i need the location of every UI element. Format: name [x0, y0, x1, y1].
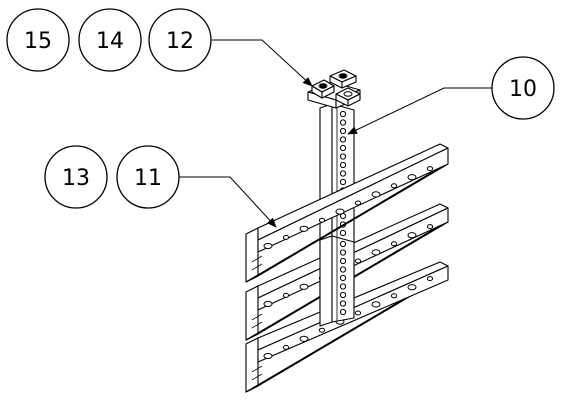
hole [339, 161, 347, 169]
hole [339, 257, 347, 265]
hole [299, 283, 309, 290]
hole [339, 266, 347, 273]
hole [282, 234, 290, 240]
balloon-14-label: 14 [96, 29, 124, 54]
hole [354, 200, 362, 206]
hole [339, 144, 347, 152]
hole [407, 284, 417, 291]
channel-rail-top [245, 143, 449, 283]
hole [339, 283, 347, 290]
balloon-14: 14 [78, 8, 142, 72]
hole [299, 335, 309, 342]
strut-front-segment [319, 235, 355, 327]
hole [299, 225, 309, 232]
hole [263, 300, 273, 308]
balloon-11-label: 11 [134, 166, 162, 191]
balloon-13: 13 [44, 145, 108, 209]
balloon-10: 10 [491, 56, 555, 120]
hole [339, 300, 347, 307]
hole [339, 110, 347, 118]
top-hardware [307, 69, 361, 109]
leader-10 [347, 87, 492, 135]
hole [426, 224, 434, 230]
hole [426, 276, 434, 282]
channel-holes [263, 166, 434, 250]
hole [318, 217, 326, 223]
hole [371, 301, 381, 308]
hole [335, 208, 345, 215]
hole [339, 178, 347, 186]
hole [339, 153, 347, 160]
balloon-12: 12 [148, 8, 212, 72]
hole [407, 174, 417, 181]
hole [339, 240, 347, 248]
strut-holes [339, 110, 347, 237]
balloon-15: 15 [6, 8, 70, 72]
strut-front-holes [339, 240, 347, 316]
leader-12 [212, 39, 313, 87]
hole [354, 258, 362, 264]
hole [371, 249, 381, 256]
balloon-15-label: 15 [24, 29, 52, 54]
hole [354, 310, 362, 316]
hole [318, 327, 326, 333]
balloon-13-label: 13 [62, 166, 90, 191]
hole [371, 191, 381, 198]
hole [390, 293, 398, 299]
hole [263, 242, 273, 250]
hole [263, 352, 273, 360]
hole [339, 170, 347, 177]
hole [339, 291, 347, 299]
hole [339, 229, 347, 237]
balloon-10-label: 10 [509, 77, 537, 102]
hole [339, 274, 347, 282]
hole [339, 136, 347, 143]
hole [390, 183, 398, 189]
hole [339, 308, 347, 316]
hole [339, 119, 347, 126]
hole [339, 249, 347, 256]
balloon-12-label: 12 [166, 29, 194, 54]
hole [339, 127, 347, 135]
hole [390, 241, 398, 247]
balloon-11: 11 [116, 145, 180, 209]
hole [426, 166, 434, 172]
hole [282, 344, 290, 350]
leader-11 [179, 176, 277, 228]
hole [282, 292, 290, 298]
hole [407, 232, 417, 239]
